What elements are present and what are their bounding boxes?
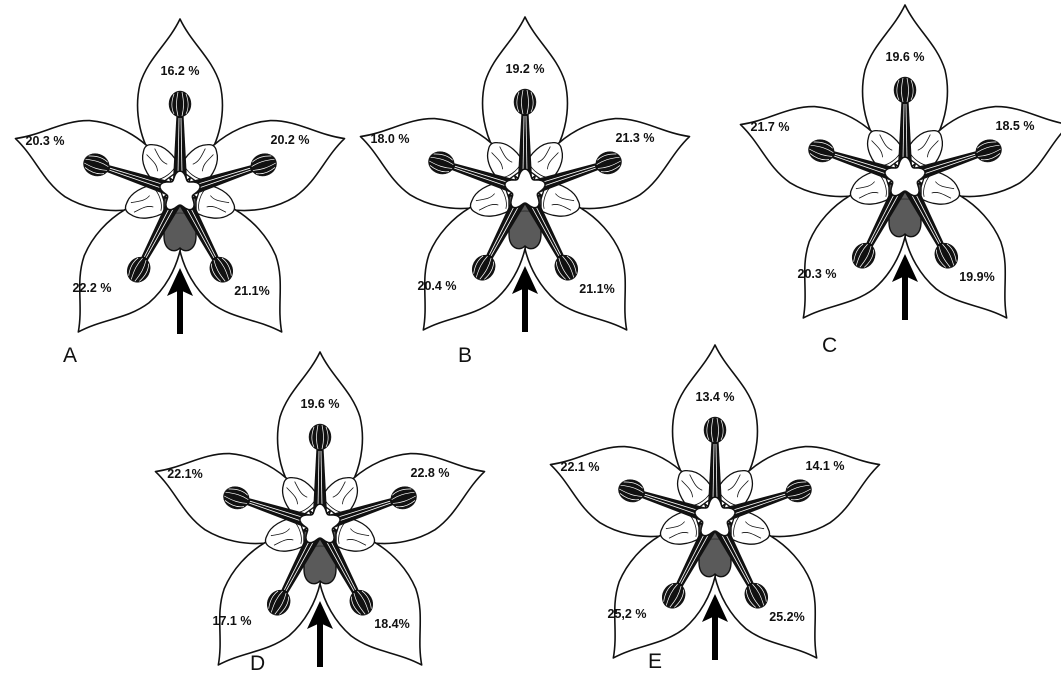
flower-panel-d: 19.6 % 22.1% 22.8 % 17.1 % 18.4% D	[142, 352, 497, 680]
up-arrow-icon	[892, 254, 918, 320]
percent-label-top: 19.6 %	[886, 50, 925, 64]
up-arrow-icon	[702, 594, 728, 660]
percent-label-lower-left: 22.2 %	[73, 281, 112, 295]
panel-letter: E	[648, 650, 662, 673]
flower-panel-e: 13.4 % 22.1 % 14.1 % 25,2 % 25.2% E	[537, 345, 892, 680]
percent-label-top: 16.2 %	[161, 64, 200, 78]
percent-label-upper-left: 21.7 %	[751, 120, 790, 134]
percent-label-upper-left: 18.0 %	[371, 132, 410, 146]
percent-label-upper-right: 18.5 %	[996, 119, 1035, 133]
percent-label-upper-right: 14.1 %	[806, 459, 845, 473]
percent-label-lower-right: 21.1%	[234, 284, 269, 298]
panel-letter: B	[458, 344, 472, 367]
percent-label-lower-right: 18.4%	[374, 617, 409, 631]
percent-label-top: 19.2 %	[506, 62, 545, 76]
percent-label-upper-right: 20.2 %	[271, 133, 310, 147]
up-arrow-icon	[167, 268, 193, 334]
panel-letter: D	[250, 652, 265, 675]
percent-label-upper-left: 22.1 %	[561, 460, 600, 474]
flower-panel-c: 19.6 % 21.7 % 18.5 % 20.3 % 19.9% C	[727, 5, 1061, 357]
percent-label-lower-right: 19.9%	[959, 270, 994, 284]
percent-label-lower-left: 20.3 %	[798, 267, 837, 281]
panel-letter: C	[822, 334, 837, 357]
percent-label-upper-right: 21.3 %	[616, 131, 655, 145]
percent-label-upper-right: 22.8 %	[411, 466, 450, 480]
percent-label-lower-left: 25,2 %	[608, 607, 647, 621]
percent-label-top: 19.6 %	[301, 397, 340, 411]
panel-letter: A	[63, 344, 77, 367]
percent-label-lower-left: 20.4 %	[418, 279, 457, 293]
percent-label-upper-left: 22.1%	[167, 467, 202, 481]
percent-label-upper-left: 20.3 %	[26, 134, 65, 148]
up-arrow-icon	[307, 601, 333, 667]
percent-label-lower-left: 17.1 %	[213, 614, 252, 628]
percent-label-lower-right: 21.1%	[579, 282, 614, 296]
percent-label-lower-right: 25.2%	[769, 610, 804, 624]
percent-label-top: 13.4 %	[696, 390, 735, 404]
flower-panel-a: 16.2 % 20.3 % 20.2 % 22.2 % 21.1% A	[2, 19, 357, 367]
flower-panel-b: 19.2 % 18.0 % 21.3 % 20.4 % 21.1% B	[347, 17, 702, 367]
up-arrow-icon	[512, 266, 538, 332]
